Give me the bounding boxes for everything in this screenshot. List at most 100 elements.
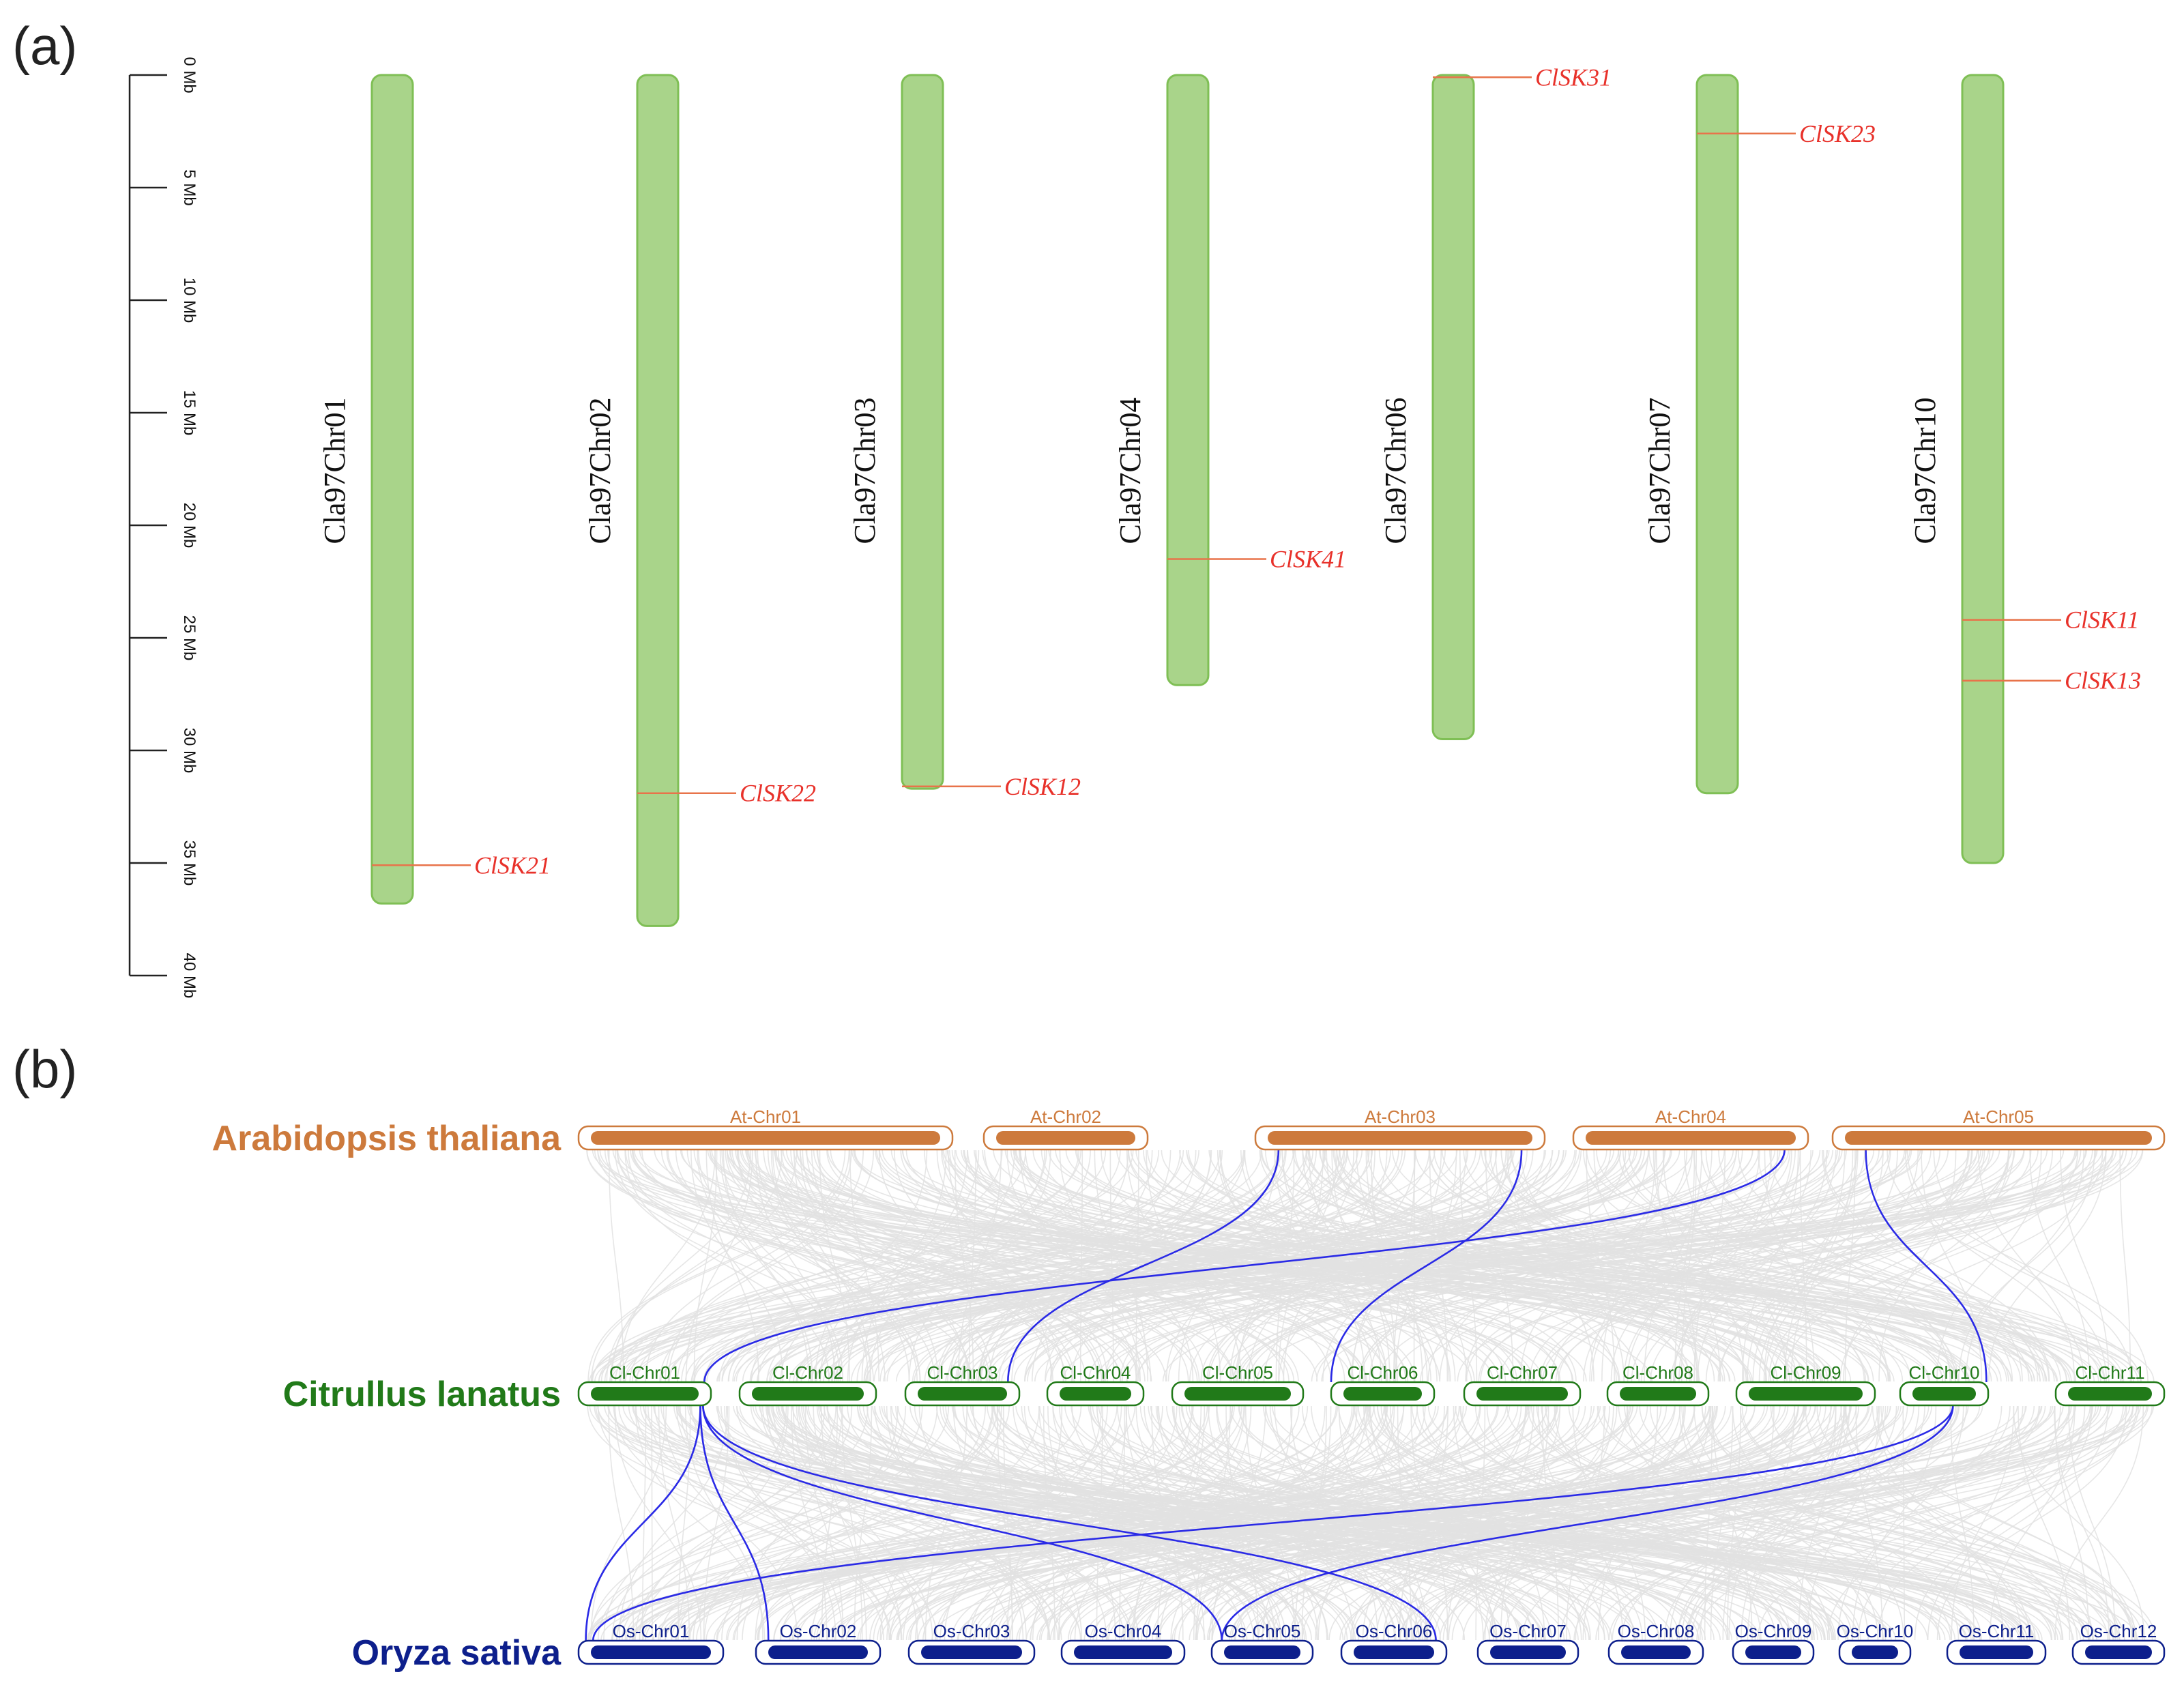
background-link	[1693, 1150, 1889, 1382]
background-link	[1506, 1405, 2125, 1641]
background-link	[1503, 1405, 1846, 1641]
background-link	[1603, 1405, 2108, 1641]
chromosome-name: Cl-Chr07	[1487, 1362, 1558, 1383]
background-link	[1727, 1405, 1741, 1641]
background-link	[811, 1405, 1040, 1641]
background-link	[886, 1150, 1493, 1382]
background-link	[594, 1405, 1379, 1641]
gene-label: ClSK31	[1535, 63, 1612, 91]
chromosome-name: At-Chr03	[1365, 1107, 1436, 1127]
background-link	[1618, 1405, 2084, 1641]
background-link	[995, 1405, 1460, 1641]
background-link	[1728, 1405, 1795, 1641]
chromosome-track	[1354, 1645, 1434, 1659]
background-link	[1790, 1150, 1854, 1382]
highlighted-link	[1007, 1149, 1280, 1383]
background-link	[882, 1150, 2099, 1382]
chromosome-bar	[1695, 74, 1739, 795]
background-link	[970, 1405, 1941, 1641]
species-label: Arabidopsis thaliana	[212, 1119, 562, 1158]
background-link	[796, 1150, 1672, 1382]
background-link	[1328, 1405, 1914, 1641]
background-link	[1757, 1405, 2138, 1641]
background-link	[1816, 1405, 2118, 1641]
background-link	[1799, 1150, 1807, 1382]
background-link	[1597, 1405, 2156, 1641]
chromosome-track	[1852, 1645, 1898, 1659]
background-link	[618, 1405, 729, 1641]
background-link	[1950, 1405, 1975, 1641]
background-link	[591, 1150, 850, 1382]
background-link	[1652, 1150, 1721, 1382]
species-label: Citrullus lanatus	[283, 1375, 561, 1414]
background-link	[958, 1150, 1575, 1382]
background-link	[1006, 1405, 1063, 1641]
background-link	[830, 1150, 1526, 1382]
background-link	[671, 1405, 1367, 1641]
background-link	[690, 1150, 784, 1382]
background-link	[1038, 1405, 1781, 1641]
background-link	[1520, 1150, 1699, 1382]
background-link	[1098, 1405, 2028, 1641]
species-label: Oryza sativa	[352, 1633, 562, 1673]
background-link	[816, 1150, 1500, 1382]
background-link	[1024, 1150, 1912, 1382]
chromosome-track	[591, 1645, 711, 1659]
chromosome-name: Os-Chr06	[1356, 1621, 1433, 1641]
chromosome-name: Cl-Chr10	[1908, 1362, 1979, 1383]
background-link	[1906, 1150, 2149, 1382]
chromosome-track	[1620, 1387, 1696, 1401]
background-link	[616, 1150, 1074, 1382]
chromosome-name: Cl-Chr04	[1060, 1362, 1131, 1383]
background-link	[763, 1150, 1103, 1382]
background-link	[608, 1405, 1760, 1641]
background-link	[908, 1150, 1051, 1382]
background-link	[1311, 1150, 2127, 1382]
background-link	[1040, 1150, 1560, 1382]
background-link	[1844, 1405, 2093, 1641]
background-link	[1165, 1150, 1340, 1382]
background-link	[791, 1405, 828, 1641]
chromosome-bar	[1431, 74, 1475, 740]
background-link	[869, 1150, 1015, 1382]
background-link	[1185, 1405, 2025, 1641]
background-link	[620, 1150, 1082, 1382]
background-link	[606, 1150, 798, 1382]
background-link	[1627, 1150, 1792, 1382]
background-link	[1624, 1405, 2094, 1641]
scale-tick-label: 30 Mb	[180, 728, 199, 774]
background-link	[859, 1405, 1394, 1641]
chromosome-name: At-Chr04	[1655, 1107, 1726, 1127]
background-link	[1536, 1405, 1982, 1641]
background-link	[1558, 1150, 2032, 1382]
background-link	[600, 1150, 1344, 1382]
background-link	[603, 1405, 787, 1641]
background-link	[805, 1150, 1767, 1382]
background-link	[1670, 1150, 2009, 1382]
background-link	[1346, 1150, 1992, 1382]
background-link	[1466, 1150, 1858, 1382]
background-link	[1315, 1405, 1526, 1641]
background-link	[954, 1405, 1543, 1641]
chromosome-label: Cla97Chr01	[318, 397, 351, 544]
background-link	[729, 1150, 1290, 1382]
background-link	[594, 1150, 1494, 1382]
background-link	[1219, 1150, 1432, 1382]
background-link	[1678, 1405, 1815, 1641]
chromosome-bar	[370, 74, 414, 905]
chromosome-name: Cl-Chr01	[609, 1362, 680, 1383]
background-link	[2013, 1405, 2145, 1641]
background-link	[761, 1405, 1133, 1641]
background-link	[937, 1150, 1607, 1382]
background-link	[1676, 1405, 1920, 1641]
background-link	[867, 1405, 1305, 1641]
background-link	[716, 1150, 2114, 1382]
background-link	[1509, 1150, 2101, 1382]
background-link	[1597, 1405, 1659, 1641]
background-link	[1052, 1405, 1388, 1641]
background-link	[2054, 1405, 2110, 1641]
background-link	[977, 1150, 2107, 1382]
gene-label: ClSK23	[1799, 120, 1876, 147]
background-link	[608, 1150, 624, 1382]
